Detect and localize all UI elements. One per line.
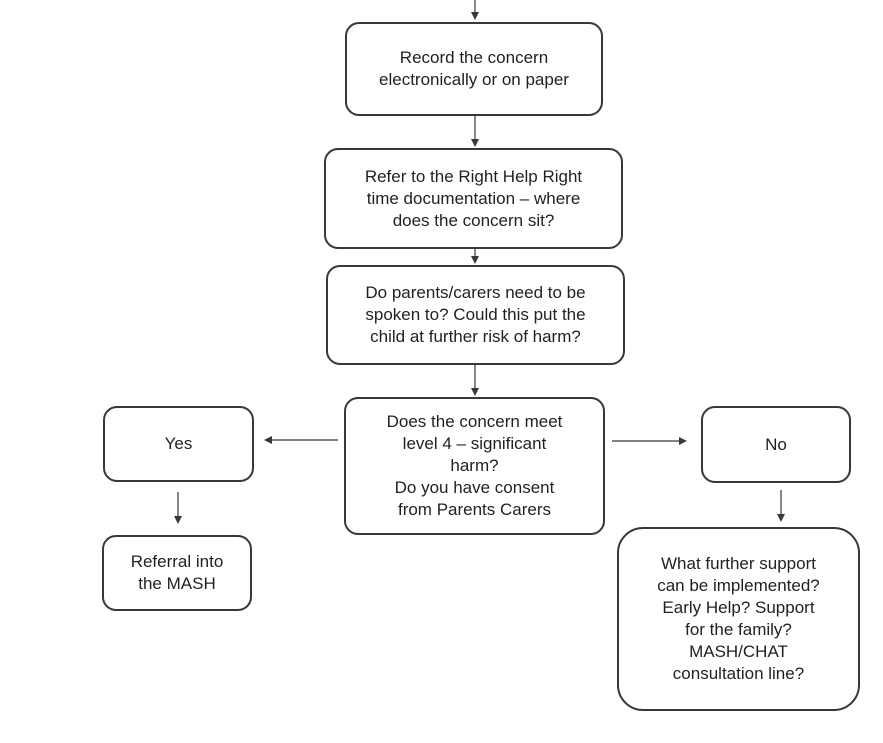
node-further-support: What further support can be implemented?… bbox=[617, 527, 860, 711]
node-mash-referral-label: Referral into the MASH bbox=[130, 552, 224, 593]
node-refer-right-help-label: Refer to the Right Help Right time docum… bbox=[364, 166, 583, 230]
node-no: No bbox=[701, 406, 851, 483]
node-refer-right-help: Refer to the Right Help Right time docum… bbox=[324, 148, 623, 249]
arrow-no-to-further-support bbox=[777, 490, 785, 522]
arrow-record-to-refer bbox=[471, 116, 479, 147]
arrow-parents-to-decision bbox=[471, 365, 479, 396]
node-yes: Yes bbox=[103, 406, 254, 482]
node-parents-carers-question-label: Do parents/carers need to be spoken to? … bbox=[365, 283, 586, 346]
arrow-yes-to-mash-referral bbox=[174, 492, 182, 524]
node-yes-label: Yes bbox=[164, 434, 193, 453]
node-record-concern-label: Record the concern electronically or on … bbox=[379, 48, 569, 89]
node-parents-carers-question: Do parents/carers need to be spoken to? … bbox=[326, 265, 625, 365]
arrow-decision-to-no bbox=[612, 437, 687, 445]
node-record-concern: Record the concern electronically or on … bbox=[345, 22, 603, 116]
node-decision-level-4: Does the concern meet level 4 – signific… bbox=[344, 397, 605, 535]
arrow-refer-to-parents bbox=[471, 249, 479, 264]
node-no-label: No bbox=[765, 434, 787, 454]
arrow-decision-to-yes bbox=[264, 436, 338, 444]
node-further-support-label: What further support can be implemented?… bbox=[657, 554, 820, 683]
node-decision-level-4-label: Does the concern meet level 4 – signific… bbox=[386, 412, 563, 519]
arrow-start-to-record bbox=[471, 0, 479, 20]
node-mash-referral: Referral into the MASH bbox=[102, 535, 252, 611]
